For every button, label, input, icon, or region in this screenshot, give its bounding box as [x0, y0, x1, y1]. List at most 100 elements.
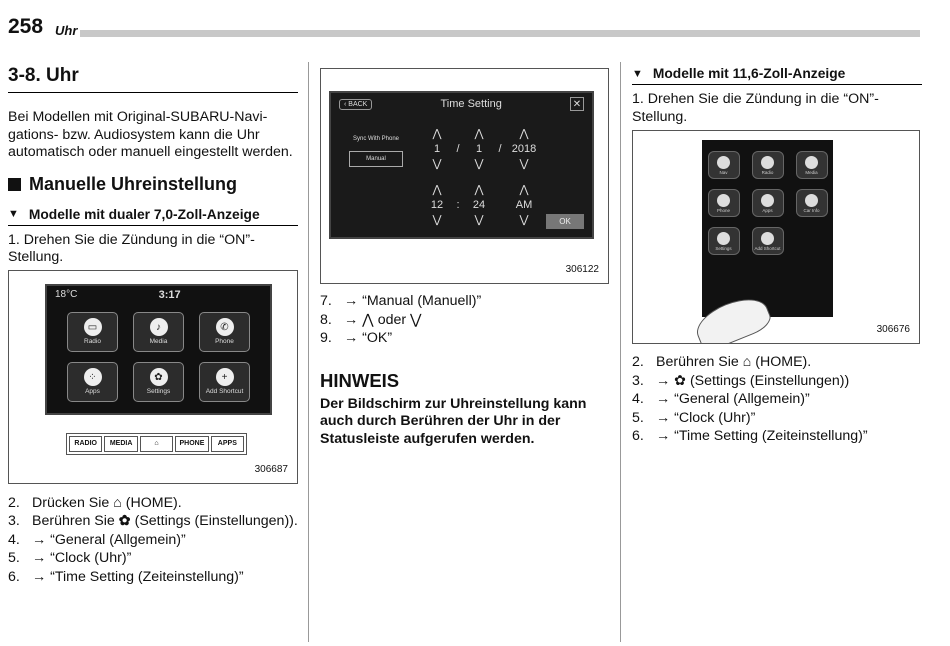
column-divider [308, 62, 309, 642]
figure-11inch-home: Nav Radio Media Phone Apps Car Info Sett… [632, 130, 920, 344]
note-body: Der Bildschirm zur Uhreinstellung kann a… [320, 395, 587, 447]
step-list: 2.Berühren Sie ⌂ (HOME). 3.→ ✿ (Settings… [632, 353, 922, 446]
clock: 3:17 [158, 288, 181, 301]
tile-phone: ✆Phone [199, 311, 250, 352]
chevron-up-icon: ⋀ [432, 184, 442, 196]
tile-media: Media [795, 151, 828, 179]
media-icon: ♪ [149, 318, 168, 336]
radio-icon [761, 155, 774, 169]
head-unit-screen: 18°C 3:17 ▭Radio ♪Media ✆Phone ⁘Apps ✿Se… [45, 283, 272, 415]
step-list: 7.→ “Manual (Manuell)” 8.→ ⋀ oder ⋁ 9.→ … [320, 292, 610, 348]
app-tiles: Nav Radio Media Phone Apps Car Info Sett… [702, 151, 833, 255]
hardware-buttons: RADIO MEDIA ⌂ PHONE APPS [66, 432, 247, 455]
chevron-up-icon: ⋀ [519, 184, 529, 196]
tile-add-shortcut: Add Shortcut [751, 227, 784, 255]
tile-apps: Apps [751, 189, 784, 217]
figure-number: 306676 [876, 324, 910, 335]
screen-title: Time Setting [440, 98, 502, 110]
chevron-down-icon: ⋁ [432, 158, 442, 170]
car-icon [805, 193, 818, 207]
step-1: 1. Drehen Sie die Zündung in die “ON”-St… [8, 231, 255, 266]
media-icon [805, 155, 818, 169]
temperature: 18°C [55, 289, 78, 300]
page-header: 258 Uhr [8, 16, 77, 37]
phone-icon: ✆ [215, 318, 234, 336]
note-title: HINWEIS [320, 369, 400, 391]
apps-icon: ⁘ [83, 368, 102, 386]
apps-icon [761, 193, 774, 207]
time-setting-screen: ‹ BACK Time Setting ✕ Sync With Phone Ma… [329, 91, 594, 239]
triangle-down-icon: ▼ [632, 67, 643, 80]
chevron-up-icon: ⋀ [474, 128, 484, 140]
radio-icon: ▭ [83, 318, 102, 336]
step-6: 6.→ “Time Setting (Zeiteinstellung)” [632, 428, 868, 445]
header-bar [80, 30, 920, 37]
intro-text: Bei Modellen mit Original-SUBARU-Navi­ga… [8, 109, 293, 160]
app-tiles: ▭Radio ♪Media ✆Phone ⁘Apps ✿Settings +Ad… [47, 311, 270, 402]
close-icon: ✕ [570, 97, 584, 111]
tile-radio: Radio [751, 151, 784, 179]
hw-phone-button: PHONE [175, 435, 209, 452]
column-divider [620, 62, 621, 642]
sync-with-phone-button: Sync With Phone [352, 136, 400, 142]
gear-icon [717, 231, 730, 245]
step-4: 4.→ “General (Allgemein)” [8, 531, 186, 548]
step-4: 4.→ “General (Allgemein)” [632, 391, 810, 408]
model-title: ▼ Modelle mit 11,6-Zoll-Anzeige [632, 66, 922, 85]
plus-icon: + [215, 368, 234, 386]
manual-button: Manual [349, 151, 403, 167]
step-2: 2.Berühren Sie ⌂ (HOME). [632, 354, 812, 370]
step-3: 3. Berühren Sie ✿ (Settings (Einstellun­… [8, 513, 298, 530]
tile-radio: ▭Radio [67, 311, 118, 352]
figure-number: 306122 [565, 264, 599, 275]
figure-number: 306687 [254, 463, 288, 475]
gear-icon: ✿ [118, 513, 131, 530]
chevron-down-icon: ⋁ [519, 214, 529, 226]
step-3: 3.→ ✿ (Settings (Einstellungen)) [632, 372, 850, 389]
chevron-down-icon: ⋁ [474, 158, 484, 170]
step-9: 9.→ “OK” [320, 330, 393, 347]
page-number: 258 [8, 15, 44, 38]
step-5: 5.→ “Clock (Uhr)” [632, 409, 756, 426]
model-title: ▼ Modelle mit dualer 7,0-Zoll-Anzeige [8, 207, 298, 226]
column-3: ▼ Modelle mit 11,6-Zoll-Anzeige 1. Drehe… [632, 62, 922, 446]
hw-apps-button: APPS [210, 435, 245, 452]
step-1: 1. Drehen Sie die Zündung in die “ON”-St… [632, 91, 879, 125]
step-5: 5.→ “Clock (Uhr)” [8, 550, 132, 567]
status-bar: 18°C 3:17 [47, 286, 270, 304]
step-2: 2. Drücken Sie ⌂ (HOME). [8, 494, 182, 511]
nav-icon [717, 155, 730, 169]
column-1: 3-8. Uhr Bei Modellen mit Original-SUBAR… [8, 62, 298, 586]
section-title: 3-8. Uhr [8, 62, 298, 93]
tile-phone: Phone [707, 189, 740, 217]
chevron-down-icon: ⋁ [474, 214, 484, 226]
step-7: 7.→ “Manual (Manuell)” [320, 293, 482, 309]
chevron-down-icon: ⋁ [432, 214, 442, 226]
hw-radio-button: RADIO [69, 435, 103, 452]
hw-media-button: MEDIA [104, 435, 138, 452]
step-list: 2. Drücken Sie ⌂ (HOME). 3. Berühren Sie… [8, 494, 298, 587]
tile-nav: Nav [707, 151, 740, 179]
home-icon: ⌂ [113, 494, 122, 511]
plus-icon [761, 231, 774, 245]
step-8: 8.→ ⋀ oder ⋁ [320, 311, 422, 328]
subsection-title: Manuelle Uhreinstellung [8, 174, 298, 195]
back-button: ‹ BACK [339, 98, 373, 110]
head-unit-screen: Nav Radio Media Phone Apps Car Info Sett… [702, 140, 833, 317]
chevron-up-icon: ⋀ [432, 128, 442, 140]
tile-settings: Settings [707, 227, 740, 255]
figure-time-setting: ‹ BACK Time Setting ✕ Sync With Phone Ma… [320, 68, 609, 284]
gear-icon: ✿ [149, 368, 168, 386]
hw-home-button: ⌂ [139, 435, 174, 452]
tile-settings: ✿Settings [133, 361, 184, 402]
chevron-up-icon: ⋀ [519, 128, 529, 140]
chevron-down-icon: ⋁ [519, 158, 529, 170]
column-2: ‹ BACK Time Setting ✕ Sync With Phone Ma… [320, 68, 610, 448]
square-bullet-icon [8, 177, 21, 191]
figure-7inch-home: 18°C 3:17 ▭Radio ♪Media ✆Phone ⁘Apps ✿Se… [8, 269, 298, 484]
step-6: 6.→ “Time Setting (Zeiteinstellung)” [8, 568, 244, 585]
tile-add-shortcut: +Add Shortcut [199, 361, 250, 402]
date-picker: ⋀⋀⋀ 1/1/2018 ⋁⋁⋁ [423, 127, 541, 172]
chevron-up-icon: ⋀ [474, 184, 484, 196]
